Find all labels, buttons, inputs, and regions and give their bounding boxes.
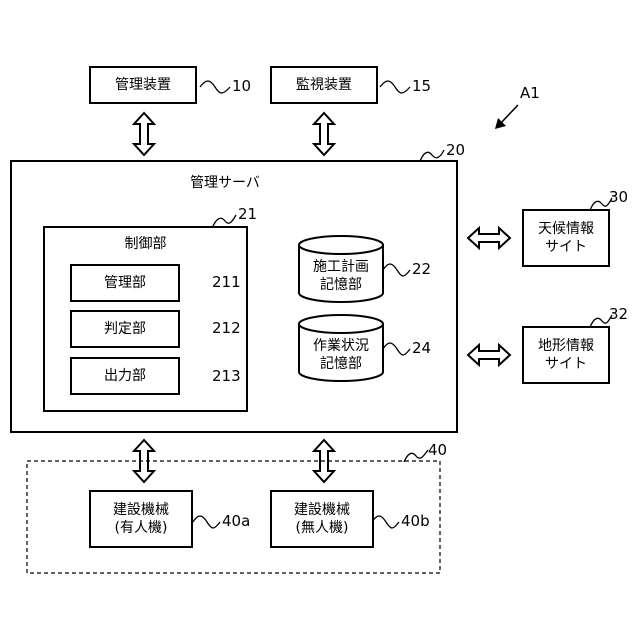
control-unit-label: 制御部 xyxy=(125,235,167,253)
leader-40b xyxy=(372,516,399,528)
leader-15 xyxy=(380,81,410,93)
manned-machine-label: 建設機械 (有人機) xyxy=(113,501,169,537)
arrow-server-terrain xyxy=(468,345,510,365)
arrow-management-server xyxy=(134,113,154,155)
management-device-ref: 10 xyxy=(232,77,251,95)
arrow-server-machine-a xyxy=(134,440,154,482)
construction-plan-storage-ref: 22 xyxy=(412,260,431,278)
weather-site-label: 天候情報 サイト xyxy=(538,220,594,256)
a1-pointer xyxy=(495,105,518,129)
construction-plan-storage-label: 施工計画 記憶部 xyxy=(299,258,383,294)
work-status-storage-ref: 24 xyxy=(412,339,431,357)
management-unit-label: 管理部 xyxy=(104,274,146,292)
unmanned-machine-label: 建設機械 (無人機) xyxy=(294,501,350,537)
machine-group-ref: 40 xyxy=(428,441,447,459)
leader-40 xyxy=(404,450,428,462)
management-unit-box: 管理部 xyxy=(70,264,180,302)
leader-24 xyxy=(383,343,410,355)
monitoring-device-ref: 15 xyxy=(412,77,431,95)
server-ref: 20 xyxy=(446,141,465,159)
output-unit-ref: 213 xyxy=(212,367,241,385)
arrow-server-weather xyxy=(468,228,510,248)
determination-unit-ref: 212 xyxy=(212,319,241,337)
monitoring-device-box: 監視装置 xyxy=(270,66,378,104)
weather-site-ref: 30 xyxy=(609,188,628,206)
terrain-site-label: 地形情報 サイト xyxy=(538,337,594,373)
leader-10 xyxy=(200,81,230,93)
leader-22 xyxy=(383,264,410,276)
work-status-storage-label: 作業状況 記憶部 xyxy=(299,337,383,373)
control-unit-ref: 21 xyxy=(238,205,257,223)
arrow-monitoring-server xyxy=(314,113,334,155)
figure-label: A1 xyxy=(520,84,540,102)
terrain-site-ref: 32 xyxy=(609,305,628,323)
management-device-label: 管理装置 xyxy=(115,76,171,94)
management-device-box: 管理装置 xyxy=(89,66,197,104)
monitoring-device-label: 監視装置 xyxy=(296,76,352,94)
leader-40a xyxy=(193,516,220,528)
manned-machine-box: 建設機械 (有人機) xyxy=(89,490,193,548)
weather-site-box: 天候情報 サイト xyxy=(522,209,610,267)
determination-unit-box: 判定部 xyxy=(70,310,180,348)
output-unit-label: 出力部 xyxy=(104,367,146,385)
manned-machine-ref: 40a xyxy=(222,512,250,530)
management-unit-ref: 211 xyxy=(212,273,241,291)
unmanned-machine-ref: 40b xyxy=(401,512,430,530)
server-title: 管理サーバ xyxy=(160,172,290,192)
leader-21 xyxy=(213,215,236,226)
terrain-site-box: 地形情報 サイト xyxy=(522,326,610,384)
output-unit-box: 出力部 xyxy=(70,357,180,395)
leader-20 xyxy=(420,150,444,161)
determination-unit-label: 判定部 xyxy=(104,320,146,338)
unmanned-machine-box: 建設機械 (無人機) xyxy=(270,490,374,548)
